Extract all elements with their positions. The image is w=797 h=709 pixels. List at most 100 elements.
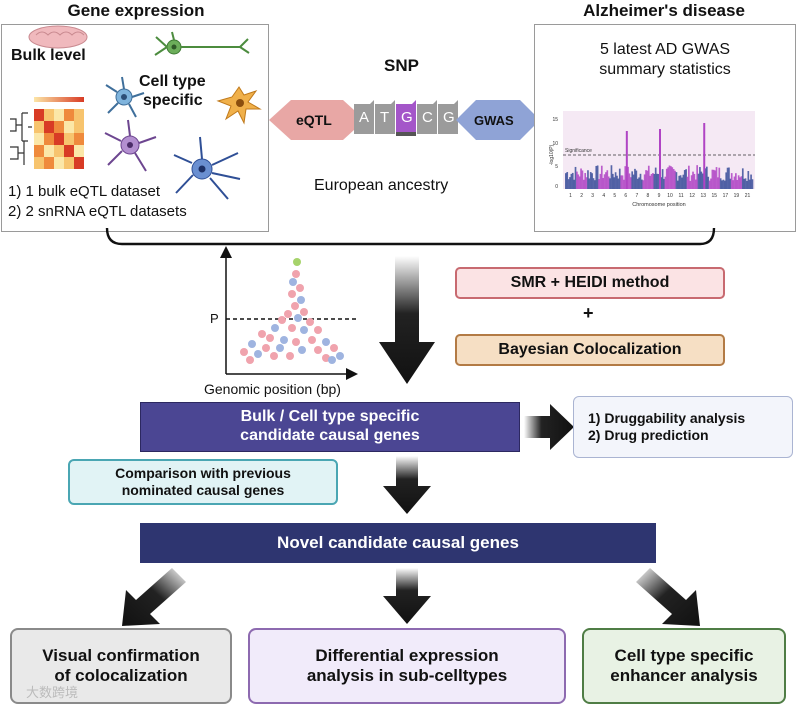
heatmap-cell: [54, 109, 64, 121]
manhattan-point: [725, 172, 728, 189]
manhattan-point: [692, 171, 694, 189]
manhattan-ylabel: -log10(P): [549, 144, 555, 165]
drug-analysis-box: 1) Druggability analysis 2) Drug predict…: [573, 396, 793, 458]
manhattan-point: [730, 173, 733, 189]
manhattan-point: [656, 173, 658, 189]
manhattan-point: [723, 180, 726, 189]
manhattan-point: [711, 169, 714, 189]
manhattan-point: [623, 179, 625, 189]
manhattan-point: [584, 173, 587, 189]
ancestry-label: European ancestry: [314, 177, 449, 194]
manhattan-point: [737, 175, 740, 189]
locus-point: [278, 316, 286, 324]
candidate-genes-line-1: Bulk / Cell type specific: [240, 408, 420, 426]
manhattan-point: [573, 179, 575, 189]
heatmap-cell: [74, 121, 84, 133]
manhattan-point: [743, 178, 746, 189]
locus-point: [300, 308, 308, 316]
manhattan-point: [596, 165, 599, 189]
manhattan-point: [715, 167, 718, 189]
manhattan-chrom-tick: 5: [613, 193, 616, 199]
manhattan-point: [719, 178, 722, 189]
manhattan-chrom-tick: 10: [667, 193, 673, 199]
methods-plus: +: [583, 303, 594, 323]
snp-base-3: G: [401, 109, 413, 126]
manhattan-point: [722, 179, 725, 189]
enh-line-2: enhancer analysis: [610, 666, 758, 685]
cell-type-label-1: Cell type: [139, 73, 206, 90]
heatmap-cell: [44, 121, 54, 133]
dataset-line-2: 2) 2 snRNA eQTL datasets: [8, 203, 187, 220]
locus-point: [248, 340, 256, 348]
manhattan-point: [627, 166, 629, 189]
locus-point: [271, 324, 279, 332]
manhattan-point: [641, 179, 643, 189]
manhattan-point: [617, 178, 620, 189]
diff-line-2: analysis in sub-celltypes: [306, 666, 508, 685]
visual-line-1: Visual confirmation: [42, 645, 200, 665]
heatmap-cell: [44, 133, 54, 145]
manhattan-point: [689, 180, 692, 189]
manhattan-point: [566, 172, 569, 189]
manhattan-point: [650, 173, 653, 189]
watermark: 大数跨境: [26, 685, 79, 700]
manhattan-point: [576, 171, 578, 189]
manhattan-point: [700, 171, 703, 189]
manhattan-chrom-tick: 1: [569, 193, 572, 199]
locus-point: [254, 350, 262, 358]
manhattan-point: [649, 175, 652, 189]
locus-point: [314, 326, 322, 334]
manhattan-point: [616, 175, 618, 189]
snp-sequence: A T G C G: [352, 100, 458, 136]
manhattan-point: [670, 166, 672, 189]
visual-confirmation-box: Visual confirmation of colocalization: [10, 628, 232, 704]
manhattan-point: [591, 173, 593, 189]
manhattan-point: [674, 170, 676, 189]
manhattan-point: [607, 176, 610, 189]
manhattan-point: [701, 173, 704, 189]
manhattan-point: [748, 179, 751, 189]
manhattan-point: [688, 165, 690, 189]
manhattan-point: [682, 174, 685, 189]
manhattan-point: [678, 175, 681, 189]
locus-point: [262, 344, 270, 352]
snp-title: SNP: [384, 56, 419, 75]
locus-plot: [220, 246, 358, 380]
differential-expression-box: Differential expression analysis in sub-…: [248, 628, 566, 704]
manhattan-point: [708, 180, 711, 189]
heatmap-cell: [74, 145, 84, 157]
manhattan-point: [634, 168, 636, 189]
diff-line-1: Differential expression: [315, 645, 499, 665]
green-neuron-icon: [154, 31, 250, 56]
locus-point: [314, 346, 322, 354]
manhattan-point: [667, 167, 669, 189]
manhattan-point: [740, 176, 743, 189]
locus-point: [284, 310, 292, 318]
manhattan-point: [605, 172, 607, 189]
manhattan-point: [676, 180, 679, 189]
manhattan-point: [613, 177, 616, 189]
manhattan-ytick-0: 0: [555, 184, 558, 190]
locus-point: [240, 348, 248, 356]
brain-icon: [28, 25, 88, 49]
manhattan-point: [733, 176, 736, 189]
heatmap-cell: [34, 121, 44, 133]
manhattan-point: [570, 173, 573, 189]
manhattan-chrom-tick: 9: [658, 193, 661, 199]
manhattan-point: [721, 180, 723, 189]
manhattan-point: [675, 172, 678, 189]
locus-point: [293, 258, 301, 266]
locus-point: [308, 336, 316, 344]
manhattan-point: [628, 173, 631, 189]
snp-base-4: C: [422, 109, 433, 126]
manhattan-peak: [659, 129, 661, 189]
manhattan-point: [718, 167, 721, 189]
manhattan-point: [585, 177, 588, 189]
manhattan-point: [629, 177, 632, 189]
bulk-level-label: Bulk level: [11, 47, 86, 64]
manhattan-point: [681, 177, 683, 189]
manhattan-point: [671, 167, 674, 189]
locus-point: [286, 352, 294, 360]
manhattan-point: [707, 176, 710, 189]
manhattan-point: [577, 174, 580, 189]
